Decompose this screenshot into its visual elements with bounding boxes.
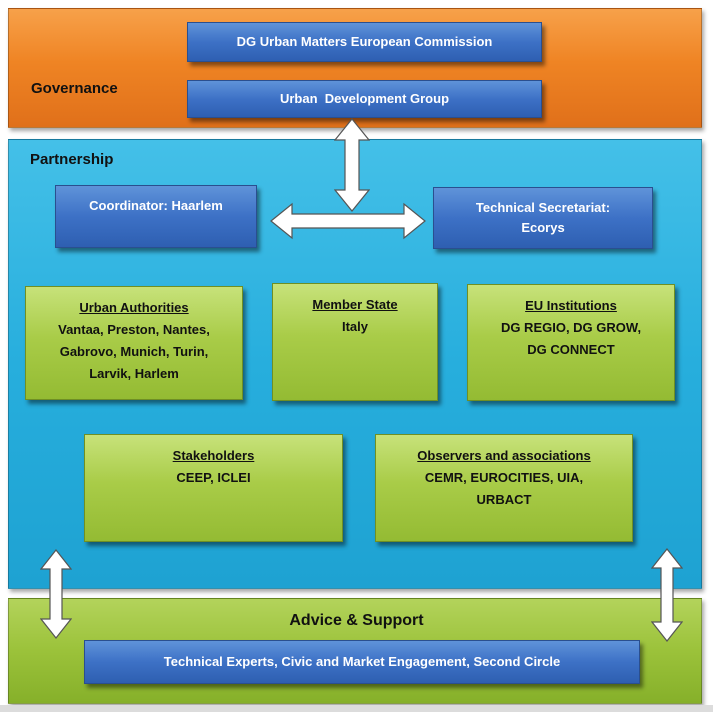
observers-title: Observers and associations (417, 448, 591, 463)
urban-authorities-line-3: Larvik, Harlem (89, 366, 179, 381)
urban-development-group-text: Urban Development Group (279, 91, 450, 106)
observers-box: Observers and associations CEMR, EUROCIT… (375, 434, 633, 542)
stakeholders-line-1: CEEP, ICLEI (176, 470, 251, 485)
dg-urban-matters-box: DG Urban Matters European Commission (187, 22, 542, 62)
observers-line-1: CEMR, EUROCITIES, UIA, (424, 470, 584, 485)
coordinator-text: Coordinator: Haarlem (89, 198, 223, 213)
governance-label: Governance (31, 80, 118, 97)
member-state-line-1: Italy (341, 319, 368, 334)
eu-institutions-line-2: DG CONNECT (527, 342, 615, 357)
stakeholders-title: Stakeholders (172, 448, 255, 463)
urban-development-group-box: Urban Development Group (187, 80, 542, 118)
left-vertical-double-arrow-icon (40, 549, 72, 639)
bottom-strip (0, 705, 713, 712)
vertical-double-arrow-icon (334, 118, 370, 212)
advice-support-label: Advice & Support (289, 612, 424, 629)
urban-authorities-title: Urban Authorities (79, 300, 189, 315)
technical-secretariat-box: Technical Secretariat: Ecorys (433, 187, 653, 249)
right-vertical-double-arrow-icon (651, 548, 683, 642)
coordinator-box: Coordinator: Haarlem (55, 185, 257, 248)
technical-experts-text: Technical Experts, Civic and Market Enga… (163, 654, 561, 669)
eu-institutions-title: EU Institutions (525, 298, 617, 313)
urban-authorities-box: Urban Authorities Vantaa, Preston, Nante… (25, 286, 243, 400)
urban-authorities-line-1: Vantaa, Preston, Nantes, (58, 322, 210, 337)
partnership-label: Partnership (30, 151, 114, 168)
stakeholders-box: Stakeholders CEEP, ICLEI (84, 434, 343, 542)
member-state-title: Member State (312, 297, 398, 312)
technical-experts-box: Technical Experts, Civic and Market Enga… (84, 640, 640, 684)
member-state-box: Member State Italy (272, 283, 438, 401)
dg-urban-matters-text: DG Urban Matters European Commission (236, 34, 493, 49)
technical-secretariat-line-1: Technical Secretariat: (475, 200, 611, 215)
horizontal-double-arrow-icon (270, 202, 426, 240)
technical-secretariat-line-2: Ecorys (521, 220, 565, 235)
eu-institutions-box: EU Institutions DG REGIO, DG GROW, DG CO… (467, 284, 675, 401)
urban-authorities-line-2: Gabrovo, Munich, Turin, (59, 344, 209, 359)
observers-line-2: URBACT (476, 492, 532, 507)
eu-institutions-line-1: DG REGIO, DG GROW, (500, 320, 642, 335)
